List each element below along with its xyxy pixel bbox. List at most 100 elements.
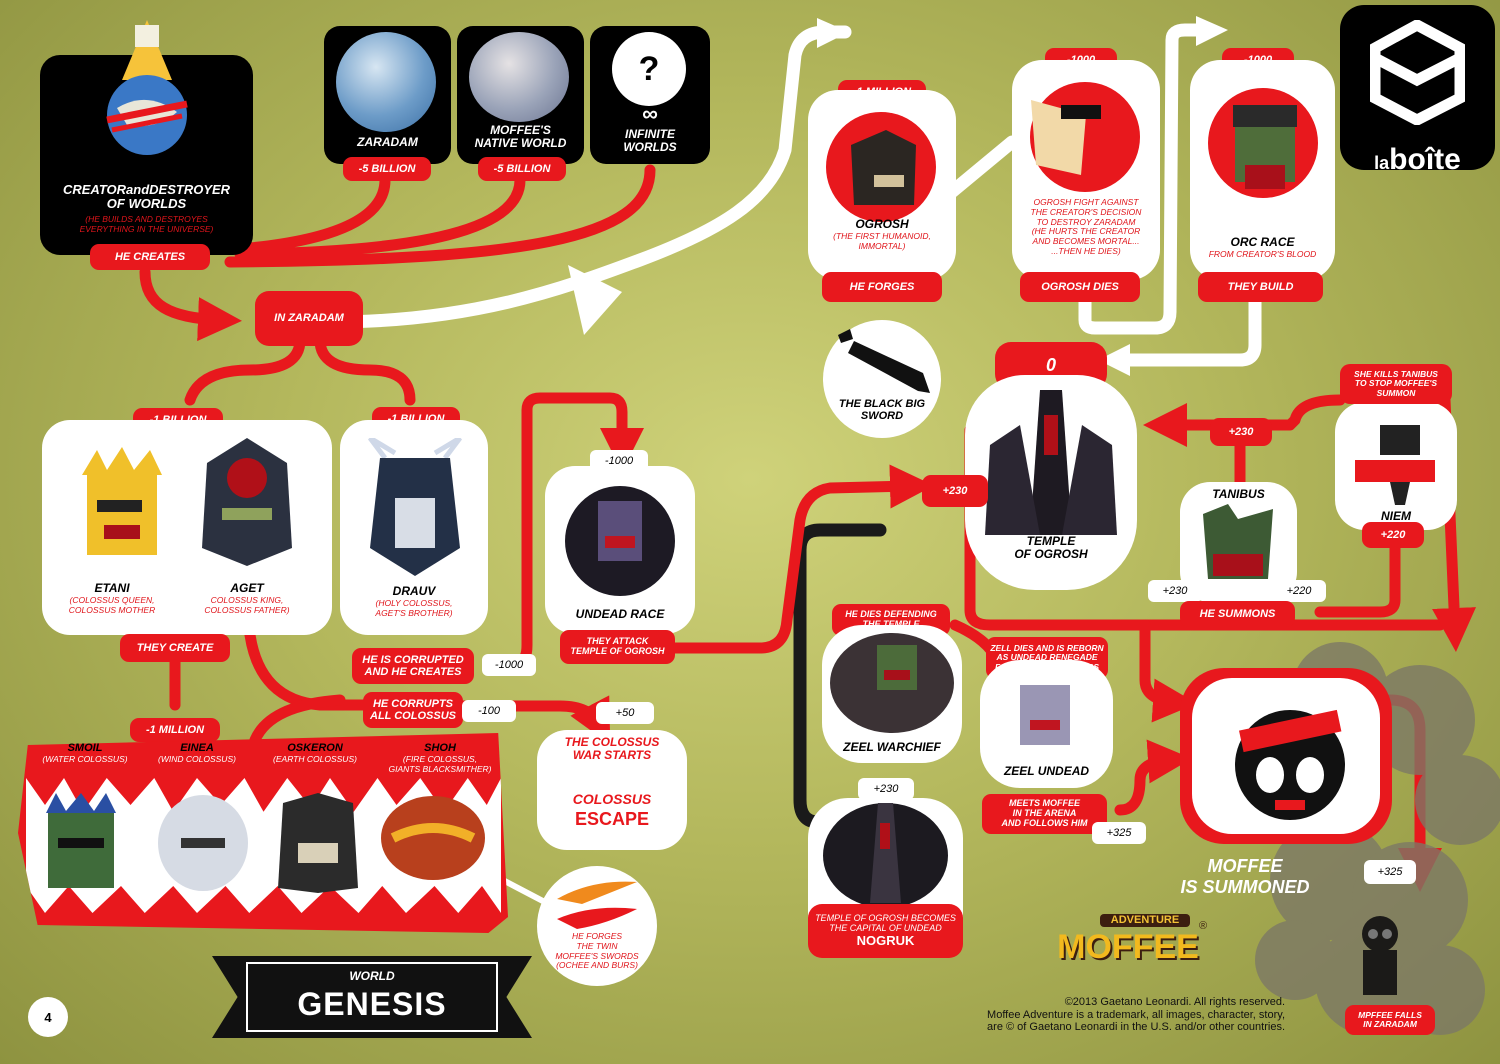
zaradam-planet [336, 32, 436, 132]
undead-race-node: UNDEAD RACE [545, 466, 695, 634]
moffee-falls-time: +325 [1364, 860, 1416, 884]
orc-race-node: ORC RACE FROM CREATOR'S BLOOD [1190, 60, 1335, 280]
tanibus-name: TANIBUS [1212, 487, 1265, 501]
moffee-falls-label: MPFFEE FALLS IN ZARADAM [1345, 1005, 1435, 1035]
giant-smoil-name: SMOIL [67, 742, 103, 754]
route-red-giants-corrupts [249, 694, 346, 746]
twin-swords-text: HE FORGES THE TWIN MOFFEE'S SWORDS (OCHE… [555, 931, 639, 971]
moffee-world-title: MOFFEE'S NATIVE WORLD [474, 123, 567, 151]
temple-name: TEMPLE OF OGROSH [1014, 534, 1088, 562]
white-arrowhead-2 [817, 18, 849, 48]
temple-node: TEMPLE OF OGROSH [965, 375, 1137, 590]
la-boite-logo: laboîte [1340, 5, 1495, 176]
ogrosh-dies-node: OGROSH FIGHT AGAINST THE CREATOR'S DECIS… [1012, 60, 1160, 280]
tanibus-left-time: +230 [1148, 580, 1202, 602]
etani-aget-node: ETANI (COLOSSUS QUEEN, COLOSSUS MOTHER A… [42, 420, 332, 635]
giant-oskeron-name: OSKERON [287, 742, 343, 754]
oskeron-face [278, 793, 358, 893]
smoil-face [46, 793, 116, 888]
creator-subtitle: (HE BUILDS AND DESTROYES EVERYTHING IN T… [79, 214, 214, 234]
route-red-niem-temple [1234, 394, 1346, 431]
colossus-war-title: THE COLOSSUS WAR STARTS [564, 735, 660, 763]
ogrosh-dies-label: OGROSH DIES [1020, 272, 1140, 302]
aget-face [202, 438, 292, 566]
giant-einea-subtitle: (WIND COLOSSUS) [158, 754, 236, 764]
he-creates-label: HE CREATES [90, 244, 210, 270]
ogrosh-node: OGROSH (THE FIRST HUMANOID, IMMORTAL) [808, 90, 956, 280]
shoh-face [381, 796, 485, 880]
route-red-zeel-moffee [1114, 739, 1192, 816]
he-corrupts-label: HE CORRUPTS ALL COLOSSUS [363, 692, 463, 728]
zeel-undead-node: ZEEL UNDEAD [980, 660, 1113, 788]
zeel-undead-time: +325 [1092, 822, 1146, 844]
drauv-name: DRAUV [392, 584, 436, 598]
la-boite-small: la [1374, 153, 1390, 174]
banner-world: WORLD [349, 969, 395, 983]
nogruk-name: NOGRUK [856, 932, 915, 948]
giant-shoh-name: SHOH [424, 742, 456, 754]
zeel-undead-face [1020, 685, 1070, 745]
nogruk-time: +230 [858, 778, 914, 800]
creator-hurt-face [1031, 100, 1101, 175]
infinite-title: INFINITE WORLDS [623, 127, 677, 155]
nogruk-temple-icon [870, 803, 901, 903]
zeel-undead-name: ZEEL UNDEAD [1003, 764, 1090, 778]
route-red-temple-zeel [964, 424, 1446, 631]
zeel-warchief-name: ZEEL WARCHIEF [843, 740, 941, 754]
route-white-dies-orc [1078, 23, 1217, 335]
moffee-adventure-logo: ADVENTURE MOFFEE ® [1048, 912, 1208, 992]
creator-node: CREATORandDESTROYER OF WORLDS (HE BUILDS… [40, 20, 253, 255]
in-zaradam-label: IN ZARADAM [255, 291, 363, 346]
etani-face [82, 447, 162, 555]
etani-subtitle: (COLOSSUS QUEEN, COLOSSUS MOTHER [68, 595, 156, 615]
drauv-subtitle: (HOLY COLOSSUS, AGET'S BROTHER) [375, 598, 453, 618]
box-logo-icon [1370, 20, 1465, 125]
niem-name: NIEM [1381, 509, 1411, 523]
drauv-node: DRAUV (HOLY COLOSSUS, AGET'S BROTHER) [340, 420, 488, 635]
route-red-niem-down [1314, 539, 1401, 618]
he-summons-label: HE SUMMONS [1180, 601, 1295, 627]
giants-panel [18, 733, 508, 933]
route-red-summon-moffee [1139, 619, 1197, 723]
aget-name: AGET [230, 581, 264, 595]
orc-race-name: ORC RACE [1230, 235, 1295, 249]
he-forges-label: HE FORGES [822, 272, 942, 302]
zeel-warchief-face [877, 645, 917, 690]
zaradam-age: -5 BILLION [343, 157, 431, 181]
he-corrupted-label: HE IS CORRUPTED AND HE CREATES [352, 648, 474, 684]
creator-title: CREATORandDESTROYER OF WORLDS [62, 182, 231, 212]
banner-inner-frame [246, 962, 498, 1032]
colossus-war-node: THE COLOSSUS WAR STARTS COLOSSUS ESCAPE [537, 730, 687, 850]
route-red-zaradam-split [184, 334, 416, 406]
infinite-worlds-node: ? ∞ INFINITE WORLDS [590, 26, 710, 164]
flame-swords-icon [557, 881, 637, 929]
logo-adventure: ADVENTURE [1100, 914, 1190, 927]
route-red-undead-temple [662, 464, 934, 654]
giant-einea-name: EINEA [180, 742, 214, 754]
white-arrowhead-4 [1098, 344, 1130, 376]
moffee-summoned-title: MOFFEE IS SUMMONED [1180, 856, 1310, 897]
page-number: 4 [28, 997, 68, 1037]
giant-smoil-subtitle: (WATER COLOSSUS) [42, 754, 128, 764]
route-red-creates-zaradam [139, 266, 242, 342]
drauv-face [368, 438, 462, 576]
route-red-worlds [224, 164, 656, 268]
undead-race-name: UNDEAD RACE [575, 607, 665, 621]
etani-name: ETANI [94, 581, 130, 595]
niem-node: NIEM [1335, 402, 1457, 530]
temple-icon [985, 390, 1117, 535]
twin-swords-node: HE FORGES THE TWIN MOFFEE'S SWORDS (OCHE… [537, 866, 657, 986]
white-arrowhead-1 [568, 265, 622, 335]
orc-race-subtitle: FROM CREATOR'S BLOOD [1208, 249, 1317, 259]
moffee-world-planet [469, 32, 569, 122]
giant-shoh-subtitle: (FIRE COLOSSUS, GIANTS BLACKSMITHER) [388, 754, 492, 774]
ogrosh-name: OGROSH [855, 217, 909, 231]
ogrosh-subtitle: (THE FIRST HUMANOID, IMMORTAL) [833, 231, 931, 251]
ogrosh-dies-text: OGROSH FIGHT AGAINST THE CREATOR'S DECIS… [1030, 197, 1142, 256]
corrupts-time: -100 [462, 700, 516, 722]
monkey-silhouette-icon [1362, 916, 1398, 995]
moffee-face [1235, 709, 1345, 820]
tanibus-top-time: +230 [1210, 418, 1272, 446]
undead-face [598, 501, 642, 561]
colossus-escape-logo-top: COLOSSUS [572, 791, 652, 807]
